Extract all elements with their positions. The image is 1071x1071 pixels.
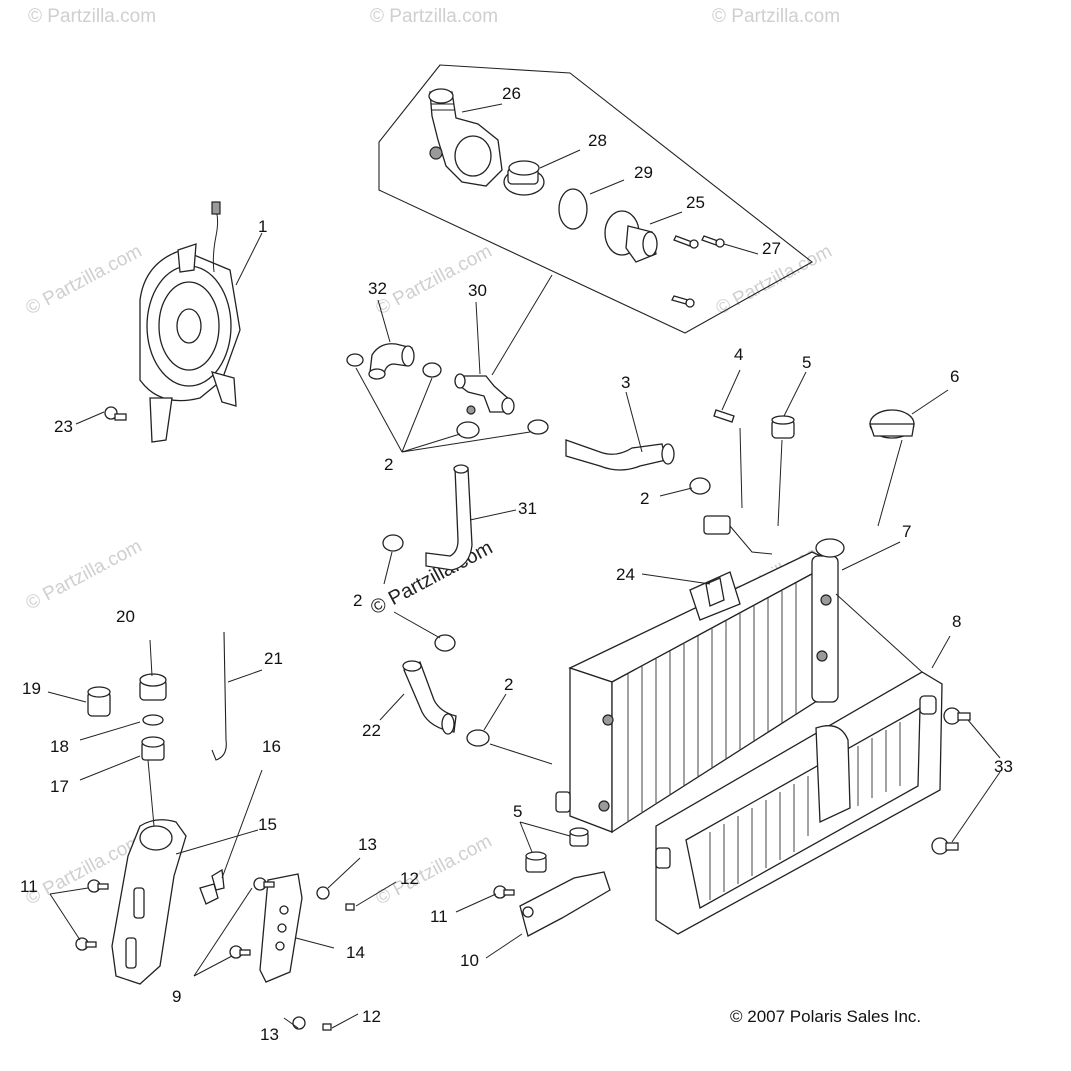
watermark: © Partzilla.com — [712, 6, 840, 27]
callout-20: 20 — [116, 607, 135, 626]
thermostat-outlet — [604, 210, 658, 263]
callout-2: 2 — [384, 455, 393, 474]
callout-labels: 1 2 2 2 2 3 4 5 5 6 7 8 9 10 11 11 12 12… — [20, 84, 1013, 1044]
group-leader-line — [491, 274, 553, 376]
callout-5: 5 — [513, 802, 522, 821]
thermostat-housing — [428, 88, 503, 187]
temp-sensor — [703, 409, 773, 555]
callout-6: 6 — [950, 367, 959, 386]
callout-27: 27 — [762, 239, 781, 258]
callout-32: 32 — [368, 279, 387, 298]
callout-29: 29 — [634, 163, 653, 182]
leader-lines — [47, 103, 1001, 1029]
callout-22: 22 — [362, 721, 381, 740]
vent-tube-21 — [211, 631, 227, 761]
bushing-17 — [141, 736, 165, 761]
hose-32 — [368, 343, 415, 380]
thermostat — [503, 160, 545, 196]
callout-13: 13 — [358, 835, 377, 854]
callout-25: 25 — [686, 193, 705, 212]
callout-18: 18 — [50, 737, 69, 756]
hose-31 — [425, 464, 473, 571]
o-ring — [558, 188, 588, 230]
bracket-14 — [259, 873, 303, 983]
bolt-23 — [104, 406, 127, 421]
callout-16: 16 — [262, 737, 281, 756]
callout-11: 11 — [430, 907, 448, 926]
callout-11: 11 — [20, 877, 38, 896]
hose-3 — [565, 439, 675, 471]
callout-26: 26 — [502, 84, 521, 103]
watermark: © Partzilla.com — [22, 241, 145, 320]
callout-12: 12 — [400, 869, 419, 888]
callout-33: 33 — [994, 757, 1013, 776]
watermark-layer: © Partzilla.com © Partzilla.com © Partzi… — [22, 6, 840, 909]
copyright-notice: © 2007 Polaris Sales Inc. — [730, 1007, 921, 1026]
watermark: © Partzilla.com — [22, 536, 145, 615]
callout-5: 5 — [802, 353, 811, 372]
callout-13: 13 — [260, 1025, 279, 1044]
cap-20 — [139, 673, 167, 701]
callout-28: 28 — [588, 131, 607, 150]
radiator-cap — [869, 409, 915, 439]
hose-22 — [402, 660, 457, 735]
bolts-33 — [931, 707, 971, 855]
callout-4: 4 — [734, 345, 743, 364]
thermostat-group-outline — [378, 64, 813, 334]
callout-8: 8 — [952, 612, 961, 631]
callout-30: 30 — [468, 281, 487, 300]
hardware — [75, 827, 589, 1031]
callout-1: 1 — [258, 217, 267, 236]
callout-2: 2 — [353, 591, 362, 610]
hose-clamp — [346, 353, 711, 747]
callout-7: 7 — [902, 522, 911, 541]
tee-fitting — [454, 373, 515, 415]
bracket-10 — [519, 871, 611, 937]
callout-10: 10 — [460, 951, 479, 970]
callout-14: 14 — [346, 943, 365, 962]
cap-19 — [87, 686, 111, 717]
bolts — [671, 235, 725, 308]
callout-23: 23 — [54, 417, 73, 436]
o-ring-18 — [142, 714, 164, 726]
callout-19: 19 — [22, 679, 41, 698]
bracket-24 — [705, 577, 725, 607]
watermark: © Partzilla.com — [372, 831, 495, 910]
callout-9: 9 — [172, 987, 181, 1006]
callout-15: 15 — [258, 815, 277, 834]
callout-2: 2 — [504, 675, 513, 694]
callout-2: 2 — [640, 489, 649, 508]
hose-fitting-16 — [199, 868, 225, 905]
callout-31: 31 — [518, 499, 537, 518]
callout-12: 12 — [362, 1007, 381, 1026]
callout-21: 21 — [264, 649, 283, 668]
grommet-5 — [771, 415, 795, 439]
cooling-fan — [139, 201, 241, 443]
radiator-fins — [627, 583, 797, 822]
radiator-shroud — [655, 671, 943, 935]
callout-24: 24 — [616, 565, 635, 584]
shroud-slots — [709, 722, 901, 900]
watermark: © Partzilla.com — [28, 6, 156, 27]
watermark: © Partzilla.com — [370, 6, 498, 27]
callout-17: 17 — [50, 777, 69, 796]
callout-3: 3 — [621, 373, 630, 392]
recovery-bottle — [111, 819, 187, 985]
